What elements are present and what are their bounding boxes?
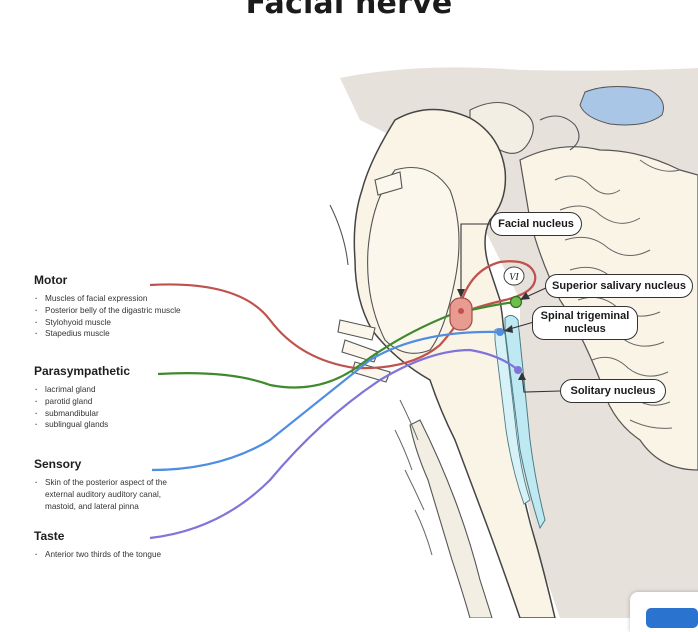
pons — [367, 166, 460, 354]
sensory-title: Sensory — [34, 457, 82, 471]
motor-list: Muscles of facial expression Posterior b… — [34, 293, 181, 340]
lower-cord — [409, 419, 493, 618]
parasympathetic-title: Parasympathetic — [34, 364, 131, 378]
taste-nerve-line — [149, 348, 519, 540]
list-item: submandibular — [34, 408, 130, 420]
list-item: Stylohyoid muscle — [34, 317, 181, 329]
parasympathetic-list: lacrimal gland parotid gland submandibul… — [34, 384, 130, 431]
facial-pointer — [460, 223, 490, 292]
abducens-nucleus — [503, 266, 525, 286]
superior-salivary-callout: Superior salivary nucleus — [545, 274, 693, 298]
motor-section: Motor Muscles of facial expression Poste… — [34, 273, 181, 340]
taste-list: Anterior two thirds of the tongue — [34, 549, 161, 561]
ventricle — [579, 85, 664, 126]
list-item: Stapedius muscle — [34, 328, 181, 340]
taste-section: Taste Anterior two thirds of the tongue — [34, 529, 161, 561]
list-item: Muscles of facial expression — [34, 293, 181, 305]
solitary-marker — [514, 366, 522, 374]
facial-nucleus-callout: Facial nucleus — [490, 212, 582, 236]
list-item: Skin of the posterior aspect of the exte… — [34, 477, 184, 512]
parasympathetic-section: Parasympathetic lacrimal gland parotid g… — [34, 364, 130, 431]
spinal-trigeminal-label: Spinal trigeminal nucleus — [540, 310, 630, 335]
list-item: parotid gland — [34, 396, 130, 408]
motor-loop — [458, 260, 537, 312]
spinal-trigeminal-marker — [496, 328, 504, 336]
abducens-label: VI — [509, 272, 519, 283]
solitary-nucleus-callout: Solitary nucleus — [560, 379, 666, 403]
sensory-list: Skin of the posterior aspect of the exte… — [34, 477, 184, 512]
taste-title: Taste — [34, 529, 65, 543]
list-item: Anterior two thirds of the tongue — [34, 549, 161, 561]
motor-nerve-line — [149, 283, 464, 370]
superior-salivary-marker — [509, 295, 523, 309]
superior-salivary-label: Superior salivary nucleus — [552, 280, 686, 292]
sensory-nerve-line — [151, 330, 501, 472]
sensory-section: Sensory Skin of the posterior aspect of … — [34, 457, 184, 512]
list-item: Posterior belly of the digastric muscle — [34, 305, 181, 317]
facial-nucleus-label: Facial nucleus — [498, 218, 574, 230]
motor-title: Motor — [34, 273, 68, 287]
solitary-nucleus-label: Solitary nucleus — [570, 385, 656, 397]
corner-button[interactable] — [646, 608, 698, 628]
list-item: lacrimal gland — [34, 384, 130, 396]
spinal-trigeminal-callout: Spinal trigeminal nucleus — [532, 306, 638, 340]
list-item: sublingual glands — [34, 419, 130, 431]
page-title: Facial nerve — [245, 0, 453, 21]
facial-nucleus-dot — [458, 308, 464, 314]
